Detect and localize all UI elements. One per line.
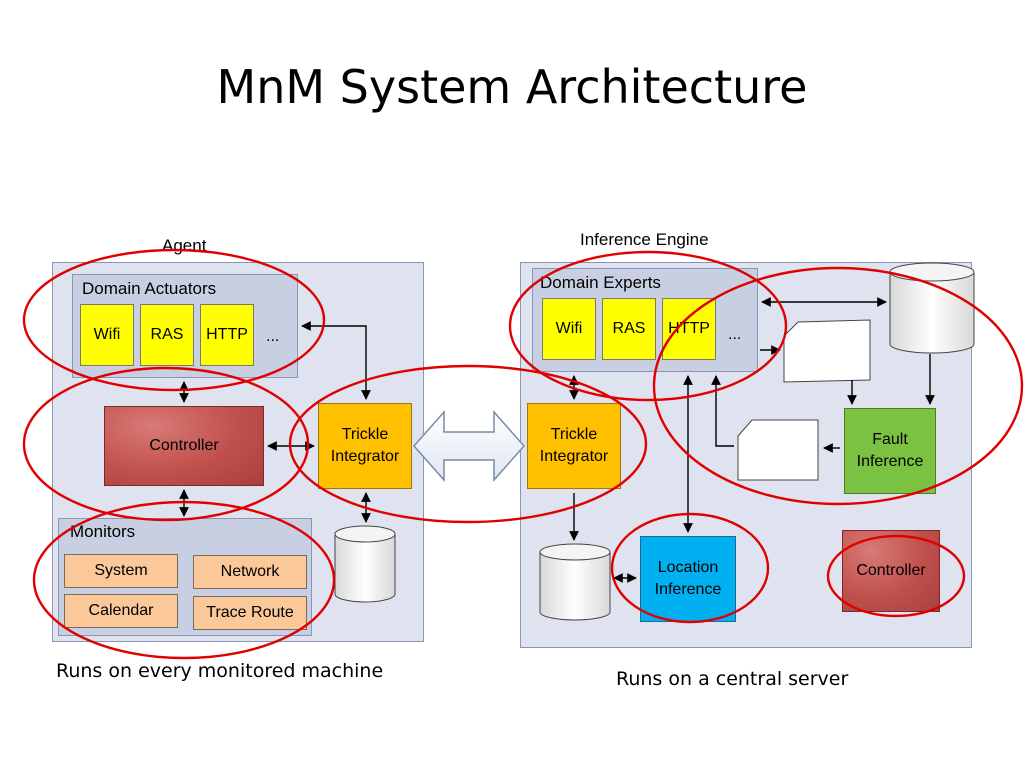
inference-engine-label: Inference Engine (580, 230, 709, 249)
transfer-block-arrow (412, 410, 526, 482)
inference-graph-label: Inference Graph (898, 302, 966, 340)
actuator-http: HTTP (200, 304, 254, 366)
expert-ras: RAS (602, 298, 656, 360)
agent-controller: Controller (104, 406, 264, 486)
monitor-system: System (64, 554, 178, 588)
local-store-label: Local Store (347, 551, 383, 589)
domain-experts-label: Domain Experts (540, 273, 661, 292)
agent-label: Agent (162, 236, 207, 255)
expert-more: ... (728, 326, 742, 343)
server-controller: Controller (842, 530, 940, 612)
expert-http: HTTP (662, 298, 716, 360)
caption-right: Runs on a central server (616, 668, 849, 690)
fault-suspects-label: Fault Suspects (747, 431, 809, 469)
monitor-network: Network (193, 555, 307, 589)
caption-left: Runs on every monitored machine (56, 660, 384, 682)
actuator-more: ... (266, 328, 280, 345)
domain-actuators-label: Domain Actuators (82, 279, 217, 298)
monitor-calendar: Calendar (64, 594, 178, 628)
historical-data-label: Historical Data (544, 573, 606, 611)
monitor-trace-route: Trace Route (193, 596, 307, 630)
actuator-wifi: Wifi (80, 304, 134, 366)
monitors-label: Monitors (70, 522, 136, 541)
server-trickle-integrator: Trickle Integrator (527, 403, 621, 489)
fault-inference: Fault Inference (844, 408, 936, 494)
page-title: MnM System Architecture (216, 60, 808, 114)
expert-wifi: Wifi (542, 298, 596, 360)
actuator-ras: RAS (140, 304, 194, 366)
location-inference: Location Inference (640, 536, 736, 622)
measurements-label: Measure-ments (794, 330, 858, 368)
agent-trickle-integrator: Trickle Integrator (318, 403, 412, 489)
